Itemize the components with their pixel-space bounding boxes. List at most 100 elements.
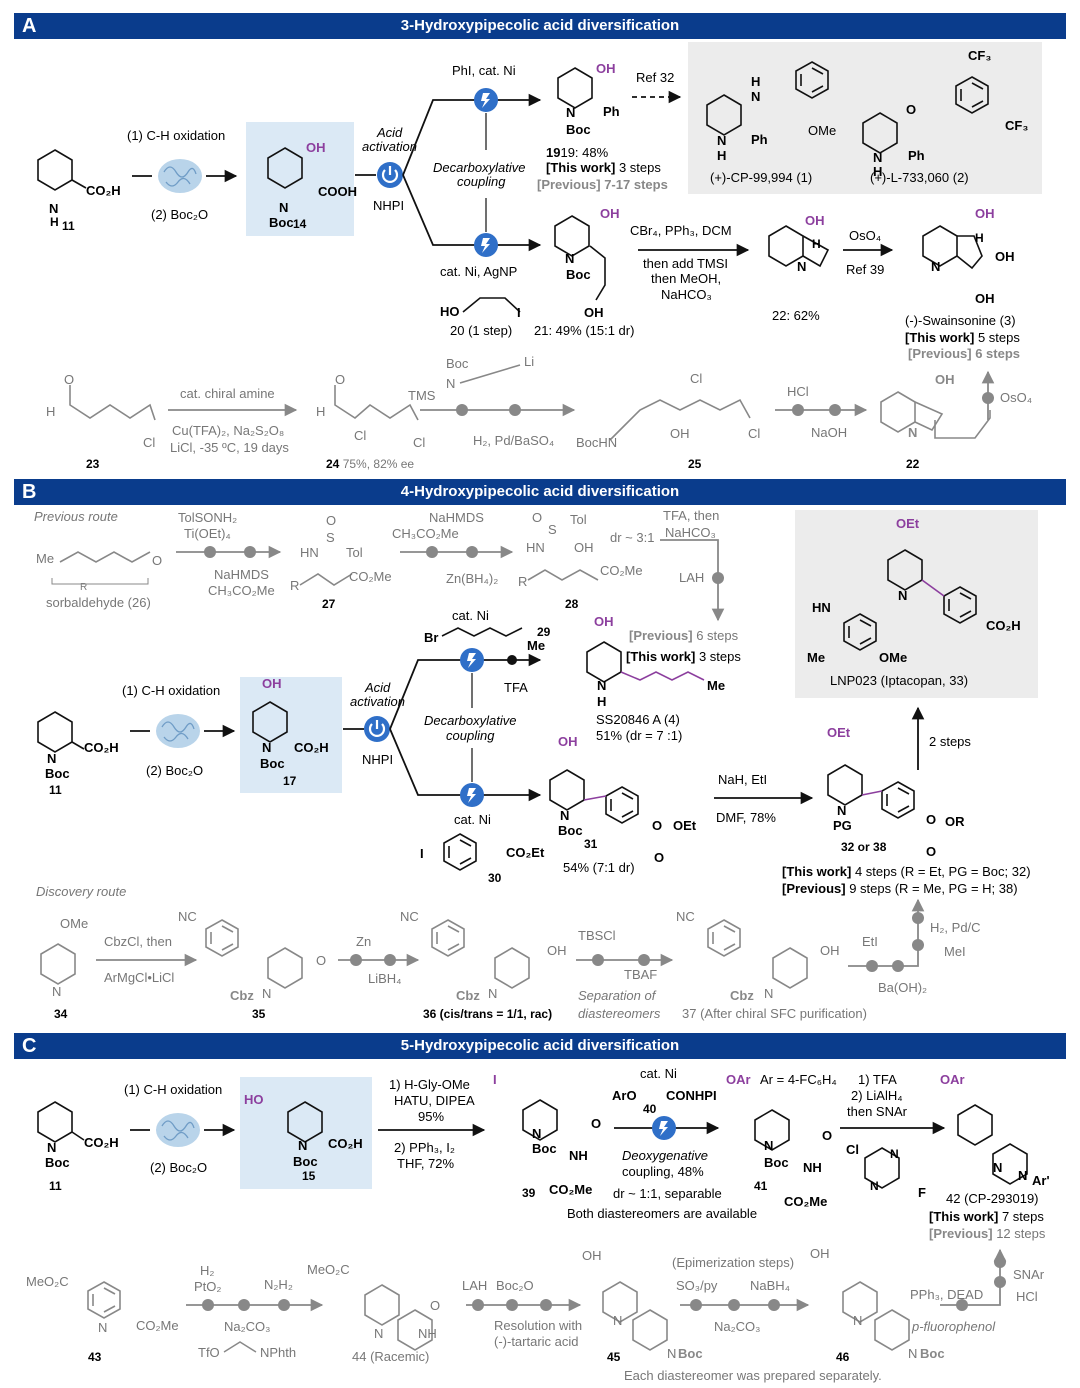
svg-text:N: N — [908, 425, 917, 440]
c-p95: 95% — [418, 1109, 444, 1124]
svg-text:Boc: Boc — [260, 756, 285, 771]
svg-text:OH: OH — [820, 943, 840, 958]
c-hgly: 1) H-Gly-OMe — [389, 1077, 470, 1092]
c-hatu: HATU, DIPEA — [394, 1093, 475, 1108]
svg-text:N: N — [47, 1140, 56, 1155]
svg-text:N: N — [262, 986, 271, 1001]
svg-text:N: N — [873, 150, 882, 165]
a-decarb-1: Decarboxylative — [433, 160, 526, 175]
svg-text:OH: OH — [582, 1248, 602, 1263]
b-armgcl: ArMgCl•LiCl — [104, 970, 174, 985]
c-boc2o: (2) Boc₂O — [150, 1160, 207, 1175]
c-lah: LAH — [462, 1278, 487, 1293]
a-licl: LiCl, -35 ºC, 19 days — [170, 440, 289, 455]
a-cpd24-line: 24 75%, 82% ee — [326, 457, 414, 471]
a-sw-prev: [Previous] 6 steps — [908, 346, 1020, 361]
svg-text:R: R — [290, 578, 299, 593]
a-cpd21: 21: 49% (15:1 dr) — [534, 323, 634, 338]
b-decarb-1: Decarboxylative — [424, 713, 517, 728]
a-sw-this: [This work] 5 steps — [905, 330, 1020, 345]
svg-text:OH: OH — [574, 540, 594, 555]
a-cpd20: 20 (1 step) — [450, 323, 512, 338]
b-baoh: Ba(OH)₂ — [878, 980, 927, 995]
svg-text:Me: Me — [36, 551, 54, 566]
b-ch-oxidation: (1) C-H oxidation — [122, 683, 220, 698]
svg-text:N: N — [566, 105, 575, 120]
a-oso4: OsO₄ — [849, 228, 881, 243]
svg-text:H: H — [812, 237, 821, 251]
a-acid-2: activation — [362, 139, 417, 154]
svg-text:Br: Br — [424, 630, 438, 645]
c-h2: H₂ — [200, 1263, 214, 1278]
a-acid-1: Acid — [376, 125, 403, 140]
svg-text:Boc: Boc — [269, 215, 294, 230]
a-cpd19-yield: 1919: 48% — [546, 145, 609, 160]
svg-text:OEt: OEt — [896, 516, 920, 531]
svg-text:N: N — [298, 1138, 307, 1153]
a-phi: PhI, cat. Ni — [452, 63, 516, 78]
svg-text:N: N — [667, 1346, 676, 1361]
svg-text:I: I — [517, 305, 521, 320]
a-ref39: Ref 39 — [846, 262, 884, 277]
a-cpd14: 14 — [293, 217, 307, 231]
svg-text:Cl: Cl — [690, 371, 702, 386]
svg-text:N: N — [279, 200, 288, 215]
b-nah: NaH, EtI — [718, 772, 767, 787]
b-acid-1: Acid — [364, 680, 391, 695]
svg-text:N: N — [488, 986, 497, 1001]
svg-text:N: N — [853, 1313, 862, 1328]
a-nhpi: NHPI — [373, 198, 404, 213]
c-resol2: (-)-tartaric acid — [494, 1334, 579, 1349]
svg-text:NPhth: NPhth — [260, 1345, 296, 1360]
svg-text:OH: OH — [547, 943, 567, 958]
svg-text:NH: NH — [803, 1160, 822, 1175]
b-eti: EtI — [862, 934, 878, 949]
svg-text:CO₂H: CO₂H — [84, 1135, 119, 1150]
c-cpd43: 43 — [88, 1350, 102, 1364]
svg-text:Me: Me — [807, 650, 825, 665]
svg-text:OMe: OMe — [879, 650, 907, 665]
b-mei: MeI — [944, 944, 966, 959]
a-cpd22: 22: 62% — [772, 308, 820, 323]
section-c-title: 5-Hydroxypipecolic acid diversification — [400, 1037, 680, 1054]
svg-text:OH: OH — [995, 249, 1015, 264]
svg-text:N: N — [898, 588, 907, 603]
svg-text:I: I — [493, 1072, 497, 1087]
svg-text:O: O — [926, 844, 936, 859]
c-na2co3b: Na₂CO₃ — [714, 1319, 760, 1334]
svg-text:O: O — [906, 102, 916, 117]
b-cat-ni: cat. Ni — [452, 608, 489, 623]
svg-text:H: H — [873, 164, 882, 179]
svg-text:N: N — [613, 1313, 622, 1328]
b-tolsonh2: TolSONH₂ — [178, 510, 237, 525]
section-a-letter: A — [22, 15, 37, 37]
svg-text:N: N — [764, 986, 773, 1001]
svg-text:O: O — [152, 553, 162, 568]
svg-text:H: H — [316, 404, 325, 419]
b-nahmds2: NaHMDS — [429, 510, 484, 525]
svg-text:N: N — [751, 89, 760, 104]
svg-text:OH: OH — [670, 426, 690, 441]
a-cp99994: (+)-CP-99,994 (1) — [710, 170, 812, 185]
svg-text:HO: HO — [440, 304, 460, 319]
svg-text:OH: OH — [935, 372, 955, 387]
svg-text:HO: HO — [244, 1092, 264, 1107]
svg-text:OAr: OAr — [940, 1072, 965, 1087]
a-swainsonine: (-)-Swainsonine (3) — [905, 313, 1016, 328]
a-l733060: (+)-L-733,060 (2) — [870, 170, 969, 185]
svg-text:S: S — [548, 522, 557, 537]
b-zn: Zn — [356, 934, 371, 949]
b-cpd28: 28 — [565, 597, 579, 611]
svg-text:Ar': Ar' — [1032, 1173, 1050, 1188]
b-lah: LAH — [679, 570, 704, 585]
c-n2h2: N₂H₂ — [264, 1277, 293, 1292]
svg-text:Boc: Boc — [678, 1346, 703, 1361]
svg-text:O: O — [335, 372, 345, 387]
b-sep2: diastereomers — [578, 1006, 661, 1021]
svg-text:R: R — [518, 574, 527, 589]
svg-text:HN: HN — [300, 545, 319, 560]
svg-text:OEt: OEt — [673, 818, 697, 833]
c-snar: then SNAr — [847, 1104, 908, 1119]
svg-text:N: N — [870, 1179, 879, 1193]
svg-text:H: H — [751, 74, 760, 89]
